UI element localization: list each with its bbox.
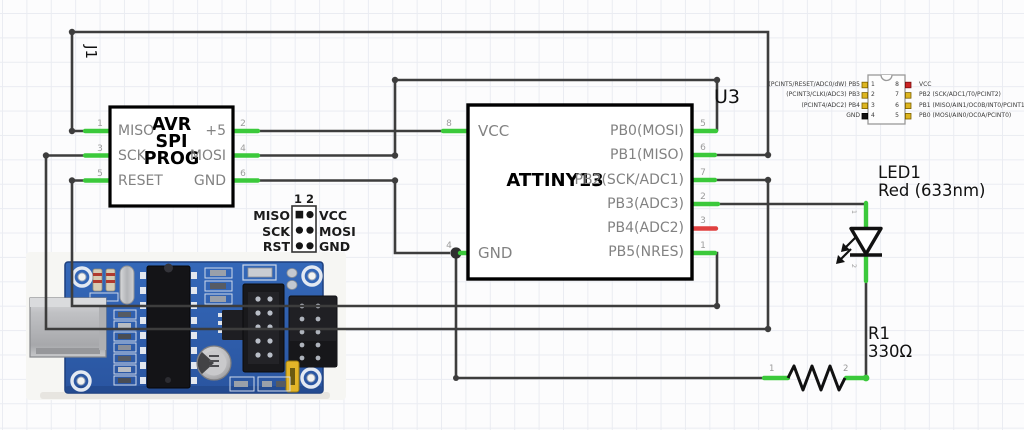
avr-pin-label-mosi: MOSI	[189, 147, 226, 164]
attiny-pin-label-pb5: PB5(NRES)	[608, 244, 684, 260]
usbasp-board-photo[interactable]	[26, 252, 346, 400]
mid-components	[196, 267, 249, 381]
wire-led-to-resistor	[848, 281, 868, 380]
attiny-pin-label-gnd: GND	[478, 244, 513, 262]
avr-pin-label-sck: SCK	[118, 147, 146, 164]
isp-header-symbol[interactable]	[291, 205, 317, 253]
j1-ref-label[interactable]: J1	[81, 45, 100, 59]
pcb-edge	[65, 386, 323, 393]
avr-pin-label-reset: RESET	[118, 172, 163, 189]
wire-pb3-to-led	[718, 202, 868, 228]
wire-gnd-net	[258, 179, 450, 255]
resistor-pin-number: 1	[769, 364, 775, 374]
led-value-label: Red (633nm)	[878, 181, 986, 200]
led-pin-number: 1	[850, 209, 859, 215]
attiny-pin-number: 1	[700, 241, 706, 251]
avr-pin-number: 2	[240, 119, 246, 129]
avr-pin-number: 5	[97, 168, 103, 179]
smd-column	[113, 309, 137, 386]
led-pin-number: 2	[850, 263, 859, 269]
pinout-right-pin-numbers: 8 7 6 5	[895, 81, 899, 120]
mounting-hole-centers	[76, 271, 317, 386]
avr-pin-number: 1	[97, 119, 103, 129]
led-symbol[interactable]	[836, 226, 883, 265]
attiny-pin-number: 5	[700, 119, 706, 129]
bottom-silkscreen	[229, 376, 291, 392]
dip-notch	[880, 74, 893, 82]
attiny-pin-number: 3	[700, 216, 706, 226]
pinout-right-labels: VCC PB2 (SCK/ADC1/T0/PCINT2) PB1 (MISO/A…	[919, 81, 1024, 120]
avr-pin-number: 4	[240, 143, 246, 154]
led-ref-label[interactable]: LED1	[878, 163, 921, 182]
avr-spi-prog-box[interactable]	[108, 105, 235, 208]
avr-pin-label-gnd: GND	[193, 172, 226, 189]
avr-pin-label-plus5: +5	[205, 123, 226, 139]
attiny-pin-number: 7	[700, 168, 706, 178]
attiny-pin-number: 6	[700, 143, 706, 153]
attiny-pin-number: 2	[700, 192, 706, 202]
attiny-pin-number: 4	[446, 241, 452, 251]
avr-pin-number: 3	[97, 143, 103, 154]
gnd-pad	[861, 113, 868, 120]
resistor-ref-label[interactable]: R1	[868, 324, 890, 343]
attiny-pinout-diagram	[861, 74, 912, 125]
attiny-pin-label-pb4: PB4(ADC2)	[607, 220, 684, 236]
pinout-left-pin-numbers: 1 2 3 4	[871, 81, 875, 120]
attiny-pin-label-pb1: PB1(MISO)	[610, 147, 684, 163]
gnd-junction-dot	[450, 247, 462, 259]
attiny-pin-label-pb3: PB3(ADC3)	[607, 196, 684, 212]
u3-ref-label[interactable]: U3	[714, 86, 740, 108]
avr-pin-number: 6	[240, 168, 246, 179]
tht-resistors	[89, 268, 119, 302]
avr-pin-label-miso: MISO	[118, 123, 155, 139]
resistor-symbol[interactable]	[786, 364, 847, 392]
pinout-left-labels: (PCINT5/RESET/ADC0/dW) PB5 (PCINT3/CLKI/…	[768, 81, 860, 120]
round-pads	[295, 211, 314, 250]
attiny13-box[interactable]	[466, 103, 694, 281]
crystal-oscillator	[119, 265, 135, 305]
legend-left-labels: MISO SCK RST	[253, 208, 290, 255]
attiny-pin-label-pb2: PB2(SCK/ADC1)	[574, 172, 684, 188]
resistor-value-label: 330Ω	[868, 342, 913, 361]
attiny-pin-label-vcc: VCC	[478, 122, 510, 140]
avr-box-title: AVR SPI PROG	[143, 115, 200, 169]
attiny-pin-label-pb0: PB0(MOSI)	[610, 123, 684, 139]
fuse-and-pads	[242, 264, 298, 290]
pin1-square-pad	[295, 210, 304, 219]
legend-column-numbers: 1 2	[293, 192, 314, 206]
attiny-box-title: ATTINY13	[506, 170, 604, 191]
resistor-pin-number: 2	[843, 364, 849, 374]
legend-right-labels: VCC MOSI GND	[319, 208, 356, 255]
vcc-pad	[905, 81, 912, 89]
dip-ic	[140, 263, 197, 389]
junction-dots	[42, 28, 772, 381]
wire-sck-net	[44, 154, 770, 331]
led-resistor-node	[862, 374, 870, 382]
pin-stubs	[82, 128, 869, 381]
attiny-pin-number: 8	[446, 119, 452, 129]
